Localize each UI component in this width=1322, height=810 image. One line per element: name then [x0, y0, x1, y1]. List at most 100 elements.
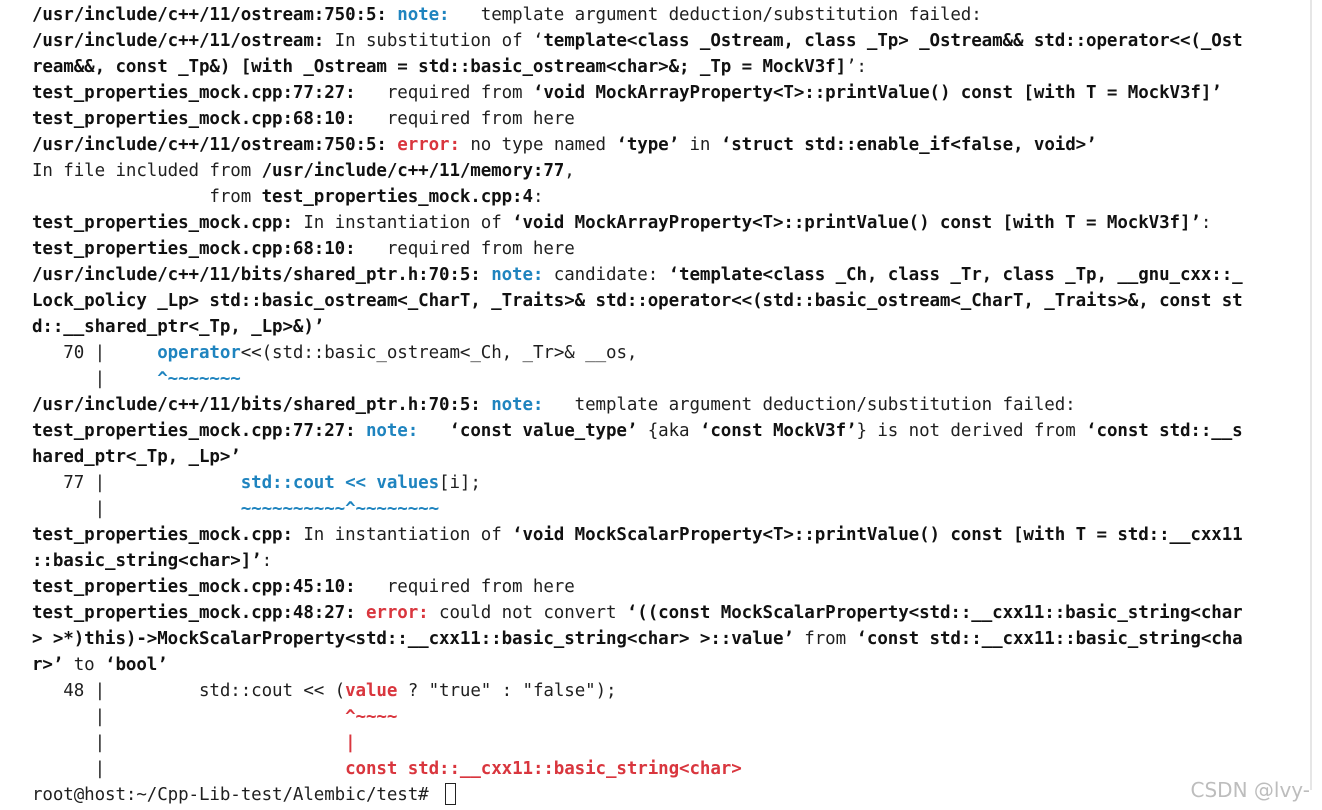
terminal-text-segment: ’: [846, 57, 867, 77]
terminal-text-segment: from [32, 187, 262, 207]
terminal-text-segment: test_properties_mock.cpp:45:10: [32, 577, 356, 597]
terminal-line: /usr/include/c++/11/ostream:750:5: error… [32, 132, 1097, 158]
terminal-text-segment [116, 499, 241, 519]
terminal-text-segment: ‘void MockArrayProperty<T>::printValue()… [512, 213, 1201, 233]
terminal-text-segment: 70 | [32, 343, 116, 363]
terminal-line: > >*)this)->MockScalarProperty<std::__cx… [32, 626, 1243, 652]
terminal-text-segment: ‘const MockV3f’ [699, 421, 857, 441]
terminal-text-segment: error: [397, 135, 460, 155]
terminal-text-segment: value [345, 681, 398, 701]
terminal-line: hared_ptr<_Tp, _Lp>’ [32, 444, 241, 470]
terminal-text-segment: template<class _Ostream, class _Tp> _Ost… [543, 31, 1243, 51]
terminal-text-segment: In instantiation of [292, 525, 513, 545]
terminal-text-segment: r>’ [32, 655, 64, 675]
terminal-text-segment: ream&&, const _Tp&) [with _Ostream = std… [32, 57, 846, 77]
terminal-text-segment: test_properties_mock.cpp:77:27: [32, 83, 356, 103]
terminal-text-segment: template argument deduction/substitution… [543, 395, 1076, 415]
terminal-line: test_properties_mock.cpp:45:10: required… [32, 574, 575, 600]
terminal-text-segment: ::basic_string<char>]’ [32, 551, 262, 571]
terminal-line: test_properties_mock.cpp:68:10: required… [32, 106, 575, 132]
terminal-line: | ~~~~~~~~~~^~~~~~~~~ [32, 496, 440, 522]
terminal-text-segment: test_properties_mock.cpp: [32, 213, 293, 233]
terminal-text-segment: std::cout << values [240, 473, 440, 493]
terminal-line: test_properties_mock.cpp:77:27: required… [32, 80, 1222, 106]
terminal-text-segment: to [63, 655, 106, 675]
terminal-text-segment [116, 473, 241, 493]
terminal-text-segment: candidate: [543, 265, 669, 285]
terminal-line: | ^~~~~ [32, 704, 398, 730]
terminal-text-segment: 48 | [32, 681, 116, 701]
terminal-text-segment: [i]; [439, 473, 481, 493]
terminal-line: test_properties_mock.cpp:77:27: note: ‘c… [32, 418, 1243, 444]
terminal-text-segment: ‘type’ [616, 135, 680, 155]
terminal-line: | ^~~~~~~~ [32, 366, 241, 392]
terminal-text-segment: ‘const value_type’ [449, 421, 638, 441]
terminal-text-segment: } is not derived from [856, 421, 1087, 441]
terminal-text-segment: ‘template<class _Ch, class _Tr, class _T… [668, 265, 1243, 285]
terminal-line: 48 | std::cout << (value ? "true" : "fal… [32, 678, 616, 704]
terminal-text-segment: /usr/include/c++/11/bits/shared_ptr.h:70… [32, 395, 492, 415]
terminal-text-segment: operator [157, 343, 241, 363]
terminal-text-segment: | [345, 733, 356, 753]
terminal-text-segment: : [261, 551, 273, 571]
terminal-text-segment: {aka [637, 421, 700, 441]
terminal-text-segment: ‘const std::__cxx11::basic_string<cha [856, 629, 1243, 649]
terminal-text-segment: template argument deduction/substitution… [449, 5, 982, 25]
terminal-line: In file included from /usr/include/c++/1… [32, 158, 575, 184]
terminal-line: test_properties_mock.cpp:48:27: error: c… [32, 600, 1243, 626]
terminal-text-segment: note: [491, 265, 544, 285]
terminal-text-segment: from [793, 629, 857, 649]
terminal-line: test_properties_mock.cpp: In instantiati… [32, 210, 1211, 236]
terminal-text-segment: ^~~~~ [345, 707, 398, 727]
terminal-text-segment: /usr/include/c++/11/bits/shared_ptr.h:70… [32, 265, 492, 285]
terminal-text-segment [116, 369, 158, 389]
terminal-line: 77 | std::cout << values[i]; [32, 470, 481, 496]
terminal-text-segment: | [32, 499, 116, 519]
terminal-text-segment: required from [355, 83, 533, 103]
terminal-text-segment: /usr/include/c++/11/ostream:750:5: [32, 135, 398, 155]
scrollbar[interactable] [1310, 0, 1312, 790]
terminal-text-segment: ‘void MockScalarProperty<T>::printValue(… [512, 525, 1243, 545]
terminal-line: test_properties_mock.cpp:68:10: required… [32, 236, 575, 262]
terminal-text-segment: test_properties_mock.cpp:4 [261, 187, 533, 207]
terminal-text-segment: 77 | [32, 473, 116, 493]
terminal-text-segment: <<(std::basic_ostream<_Ch, _Tr>& __os, [240, 343, 638, 363]
terminal-text-segment: ‘void MockArrayProperty<T>::printValue()… [532, 83, 1222, 103]
terminal-text-segment: ‘ [532, 31, 544, 51]
terminal-text-segment: in [679, 135, 721, 155]
terminal-line: test_properties_mock.cpp: In instantiati… [32, 522, 1243, 548]
terminal-text-segment: , [564, 161, 575, 181]
terminal-text-segment: | [32, 733, 116, 753]
terminal-text-segment: note: [397, 5, 450, 25]
terminal-text-segment: In file included from [32, 161, 262, 181]
terminal-text-segment: | [32, 369, 116, 389]
terminal-text-segment: test_properties_mock.cpp:77:27: [32, 421, 366, 441]
terminal-line: 70 | operator<<(std::basic_ostream<_Ch, … [32, 340, 637, 366]
terminal-text-segment: ‘struct std::enable_if<false, void>’ [720, 135, 1097, 155]
terminal-text-segment: : [1200, 213, 1212, 233]
terminal-text-segment: required from here [355, 109, 575, 129]
terminal-text-segment: ? "true" : "false"); [397, 681, 617, 701]
terminal-text-segment [116, 707, 346, 727]
terminal-text-segment [116, 733, 346, 753]
terminal-line: d::__shared_ptr<_Tp, _Lp>&)’ [32, 314, 324, 340]
terminal-text-segment: note: [491, 395, 544, 415]
terminal-text-segment: | [32, 759, 116, 779]
terminal-line: Lock_policy _Lp> std::basic_ostream<_Cha… [32, 288, 1243, 314]
terminal-line: /usr/include/c++/11/ostream: In substitu… [32, 28, 1243, 54]
terminal-text-segment: In substitution of [324, 31, 533, 51]
terminal-line: /usr/include/c++/11/bits/shared_ptr.h:70… [32, 262, 1243, 288]
terminal-text-segment: test_properties_mock.cpp: [32, 525, 293, 545]
terminal-text-segment: /usr/include/c++/11/ostream: [32, 31, 325, 51]
terminal-text-segment: std::cout << ( [115, 681, 346, 701]
terminal-text-segment: ‘((const MockScalarProperty<std::__cxx11… [626, 603, 1243, 623]
terminal-line: from test_properties_mock.cpp:4: [32, 184, 543, 210]
terminal-text-segment: ‘bool’ [105, 655, 168, 675]
terminal-text-segment: error: [365, 603, 429, 623]
terminal-text-segment: ~~~~~~~~~~^~~~~~~~~ [240, 499, 440, 519]
terminal-text-segment: const std::__cxx11::basic_string<char> [345, 759, 742, 779]
terminal-text-segment: test_properties_mock.cpp:68:10: [32, 109, 356, 129]
terminal-text-segment [116, 343, 158, 363]
terminal-text-segment: ^~~~~~~~ [157, 369, 241, 389]
